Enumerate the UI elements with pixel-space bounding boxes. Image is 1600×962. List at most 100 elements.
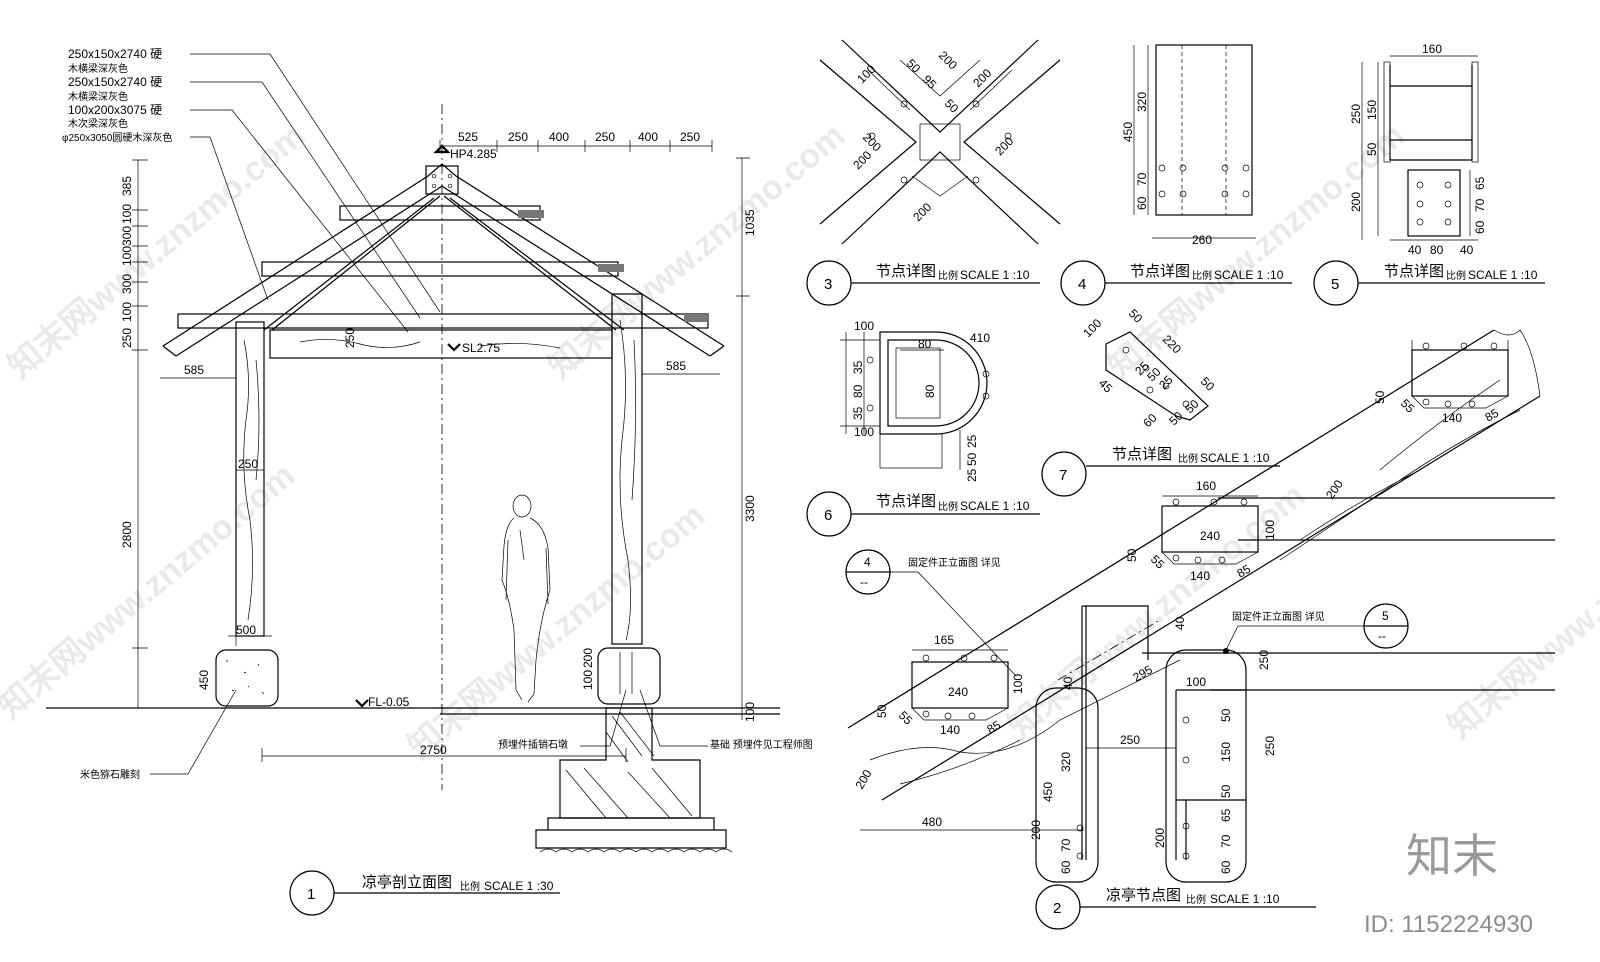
dim-label: 480 bbox=[922, 815, 942, 829]
dim-label: 300 bbox=[120, 274, 134, 294]
detail-title: 节点详图 bbox=[1384, 263, 1444, 280]
material-desc: 木横梁深灰色 bbox=[68, 62, 128, 75]
watermark-text: 知末网www.znzmo.com bbox=[541, 116, 852, 386]
material-notes: 250x150x2740 硬 木横梁深灰色 250x150x2740 硬 木横梁… bbox=[62, 47, 441, 333]
watermark-text: 知末网www.znzmo.com bbox=[1, 116, 312, 386]
detail-number: 5 bbox=[1331, 276, 1339, 293]
scale-prefix: 比例 bbox=[1186, 893, 1206, 906]
eave-right-dim: 585 bbox=[666, 359, 686, 373]
dim-label: 50 bbox=[1219, 708, 1233, 722]
dim-label: 85 bbox=[985, 718, 1004, 737]
dim-label: 80 bbox=[918, 337, 932, 351]
dim-label: 35 bbox=[851, 360, 865, 374]
reference-bubble-5: 5 -- 固定件正立面图 详见 bbox=[1223, 603, 1409, 654]
left-post bbox=[228, 321, 272, 646]
drawing-number: 2 bbox=[1053, 900, 1061, 917]
dim-label: 50 bbox=[942, 96, 962, 116]
material-size: 250x150x2740 硬 bbox=[68, 75, 162, 89]
level-top: HP4.285 bbox=[450, 147, 497, 161]
dim-label: 450 bbox=[197, 670, 211, 690]
dim-label: 450 bbox=[1041, 782, 1055, 802]
drawing-scale: SCALE 1 :10 bbox=[1210, 892, 1280, 906]
dim-label: 50 bbox=[1373, 390, 1387, 404]
dim-label: 100 bbox=[854, 62, 878, 86]
watermark-text: 知末网www.znzmo.com bbox=[401, 496, 712, 766]
dim-label: 85 bbox=[1483, 406, 1502, 425]
detail-title: 节点详图 bbox=[1130, 263, 1190, 280]
dim-label: 100 bbox=[120, 302, 134, 322]
dim-label: 160 bbox=[1422, 42, 1442, 56]
person-figure bbox=[501, 494, 551, 703]
dim-label: 200 bbox=[1349, 192, 1363, 212]
dim-label: 50 bbox=[1365, 142, 1379, 156]
ref-note: 固定件正立面图 详见 bbox=[1232, 610, 1325, 623]
purlin-end bbox=[518, 210, 544, 218]
section-elevation: 250x150x2740 硬 木横梁深灰色 250x150x2740 硬 木横梁… bbox=[46, 47, 813, 916]
right-dimension-string: 1035 3300 100 bbox=[736, 157, 757, 722]
dim-label: 100 bbox=[120, 204, 134, 224]
dim-label: 50 bbox=[875, 704, 889, 718]
foot-dim-a: 100 bbox=[581, 670, 595, 690]
dim-label: 260 bbox=[1192, 233, 1212, 247]
dim-label: 100 bbox=[854, 425, 874, 439]
brand-watermark: 知末 bbox=[1406, 830, 1498, 882]
dim-label: 250 bbox=[508, 130, 528, 144]
dim-label: 140 bbox=[940, 723, 960, 737]
detail-number: 4 bbox=[1078, 276, 1086, 293]
dim-label: 525 bbox=[458, 130, 478, 144]
dim-label: 3300 bbox=[743, 495, 757, 522]
dim-label: 320 bbox=[1059, 752, 1073, 772]
dim-label: 70 bbox=[1135, 172, 1149, 186]
dim-label: 150 bbox=[1365, 100, 1379, 120]
detail-number-circle bbox=[1041, 451, 1087, 497]
roof bbox=[162, 163, 725, 357]
dim-label: 200 bbox=[852, 767, 874, 792]
dim-label: 50 bbox=[1125, 548, 1139, 562]
dim-label: 165 bbox=[934, 633, 954, 647]
dim-label: 60 bbox=[1059, 860, 1073, 874]
dim-label: 400 bbox=[638, 130, 658, 144]
dim-label: 250 bbox=[1120, 733, 1140, 747]
dim-label: 150 bbox=[1219, 742, 1233, 762]
dim-label: 240 bbox=[1200, 529, 1220, 543]
left-dimension-string: 385 100 300 100 300 100 250 2800 450 bbox=[120, 159, 211, 709]
foot-dim-b: 200 bbox=[581, 648, 595, 668]
detail-3: 100 50 200 95 50 200 200 200 200 200 3 节… bbox=[806, 39, 1061, 306]
dim-label: 200 bbox=[936, 48, 960, 72]
detail-scale: SCALE 1 :10 bbox=[960, 268, 1030, 282]
dim-label: 70 bbox=[1219, 834, 1233, 848]
dim-label: 25 bbox=[965, 468, 979, 482]
detail-number: 7 bbox=[1059, 467, 1067, 484]
dim-label: 70 bbox=[1473, 198, 1487, 212]
dim-label: 80 bbox=[1430, 243, 1444, 257]
dim-label: 250 bbox=[1257, 650, 1271, 670]
scale-prefix: 比例 bbox=[938, 269, 958, 282]
ridge-block bbox=[425, 165, 459, 195]
dim-label: 25 bbox=[965, 434, 979, 448]
right-footing bbox=[535, 647, 733, 853]
scale-prefix: 比例 bbox=[1446, 269, 1466, 282]
dim-label: 250 bbox=[680, 130, 700, 144]
material-size: φ250x3050圆硬木深灰色 bbox=[62, 131, 172, 144]
ref-note: 固定件正立面图 详见 bbox=[908, 556, 1001, 569]
scale-prefix: 比例 bbox=[460, 880, 480, 893]
dim-label: 140 bbox=[1190, 569, 1210, 583]
detail-5: 160 250 150 50 200 65 70 60 40 80 40 5 节… bbox=[1313, 42, 1545, 306]
material-size: 250x150x2740 硬 bbox=[68, 47, 162, 61]
dim-label: 100 bbox=[854, 319, 874, 333]
dim-label: 65 bbox=[1473, 176, 1487, 190]
image-id-label: ID: 1152224930 bbox=[1364, 911, 1533, 938]
purlin-end bbox=[684, 314, 708, 322]
dim-label: 100 bbox=[1186, 675, 1206, 689]
dim-label: 2800 bbox=[120, 521, 134, 548]
dim-label: 50 bbox=[1219, 784, 1233, 798]
dim-label: 50 bbox=[1198, 374, 1218, 394]
beam-height-dim: 250 bbox=[343, 328, 357, 348]
dim-label: 60 bbox=[1140, 411, 1160, 431]
detail-scale: SCALE 1 :10 bbox=[1200, 451, 1270, 465]
dim-label: 450 bbox=[1121, 122, 1135, 142]
stone-note: 米色猕石雕刻 bbox=[80, 768, 140, 781]
top-dimension-string: 525 250 400 250 400 250 bbox=[439, 130, 713, 152]
watermark-layer: 知末网www.znzmo.com 知末网www.znzmo.com 知末网www… bbox=[0, 116, 1600, 766]
pin-note: 预埋件插销石墩 bbox=[498, 738, 568, 751]
